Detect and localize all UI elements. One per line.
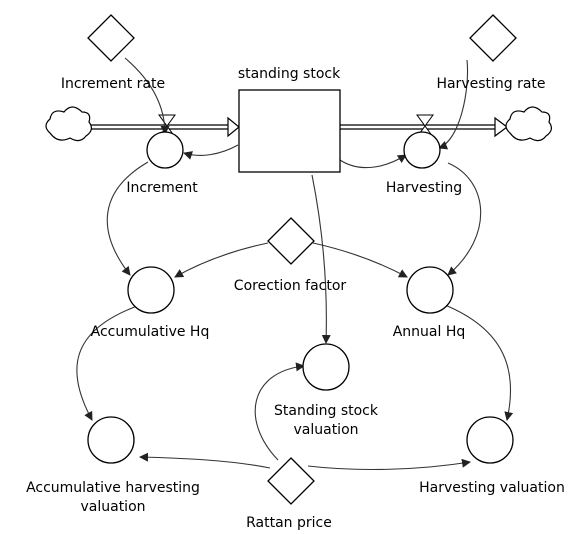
- accumulative-hq-converter: [127, 266, 175, 314]
- rattan-price-label: Rattan price: [246, 515, 332, 531]
- standing-stock-label: standing stock: [238, 66, 341, 82]
- increment-label: Increment: [126, 180, 198, 196]
- connector-stock-to-harvesting: [339, 154, 407, 169]
- connector-stock-to-increment: [183, 144, 239, 160]
- connector-correction-to-accumulative-hq: [174, 242, 269, 278]
- correction-factor-label: Corection factor: [234, 278, 347, 294]
- connector-increment-rate-to-increment: [124, 57, 170, 135]
- rattan-price-diamond: [267, 457, 315, 505]
- connector-harvesting-to-annual-hq: [447, 162, 482, 276]
- connector-price-to-harvesting-valuation: [307, 458, 471, 471]
- connector-increment-to-accumulative-hq: [106, 161, 149, 276]
- standing-stock-valuation-converter: [302, 343, 350, 391]
- connectors: [76, 57, 514, 471]
- harvesting-rate-diamond: [469, 14, 517, 62]
- standing-stock-box: [238, 89, 341, 173]
- connector-price-to-standing-valuation: [254, 362, 305, 461]
- harvesting-flow-pipe: [340, 116, 508, 138]
- accumulative-harvesting-valuation-label-2: valuation: [80, 499, 145, 515]
- source-cloud-icon: [45, 106, 92, 142]
- increment-rate-diamond: [87, 14, 135, 62]
- accumulative-harvesting-valuation-converter: [87, 416, 135, 464]
- harvesting-converter: [403, 131, 441, 169]
- connector-annual-hq-to-harvesting-valuation: [444, 304, 514, 421]
- standing-stock-valuation-label-2: valuation: [293, 422, 358, 438]
- annual-hq-converter: [406, 266, 454, 314]
- connector-correction-to-annual-hq: [312, 242, 408, 278]
- harvesting-rate-label: Harvesting rate: [436, 76, 545, 92]
- accumulative-hq-label: Accumulative Hq: [91, 324, 210, 340]
- accumulative-harvesting-valuation-label-1: Accumulative harvesting: [26, 480, 200, 496]
- sink-cloud-icon: [505, 106, 552, 142]
- correction-factor-diamond: [267, 217, 315, 265]
- increment-rate-label: Increment rate: [61, 76, 165, 92]
- harvesting-valuation-converter: [466, 416, 514, 464]
- connector-accumulative-hq-to-acc-valuation: [76, 304, 141, 421]
- connector-stock-to-standing-valuation: [311, 174, 331, 344]
- connector-price-to-acc-valuation: [139, 452, 271, 469]
- connector-harvesting-rate-to-harvesting: [438, 59, 469, 150]
- harvesting-valuation-label: Harvesting valuation: [419, 480, 565, 496]
- increment-converter: [146, 131, 184, 169]
- annual-hq-label: Annual Hq: [393, 324, 466, 340]
- harvesting-label: Harvesting: [386, 180, 462, 196]
- standing-stock-valuation-label-1: Standing stock: [274, 403, 379, 419]
